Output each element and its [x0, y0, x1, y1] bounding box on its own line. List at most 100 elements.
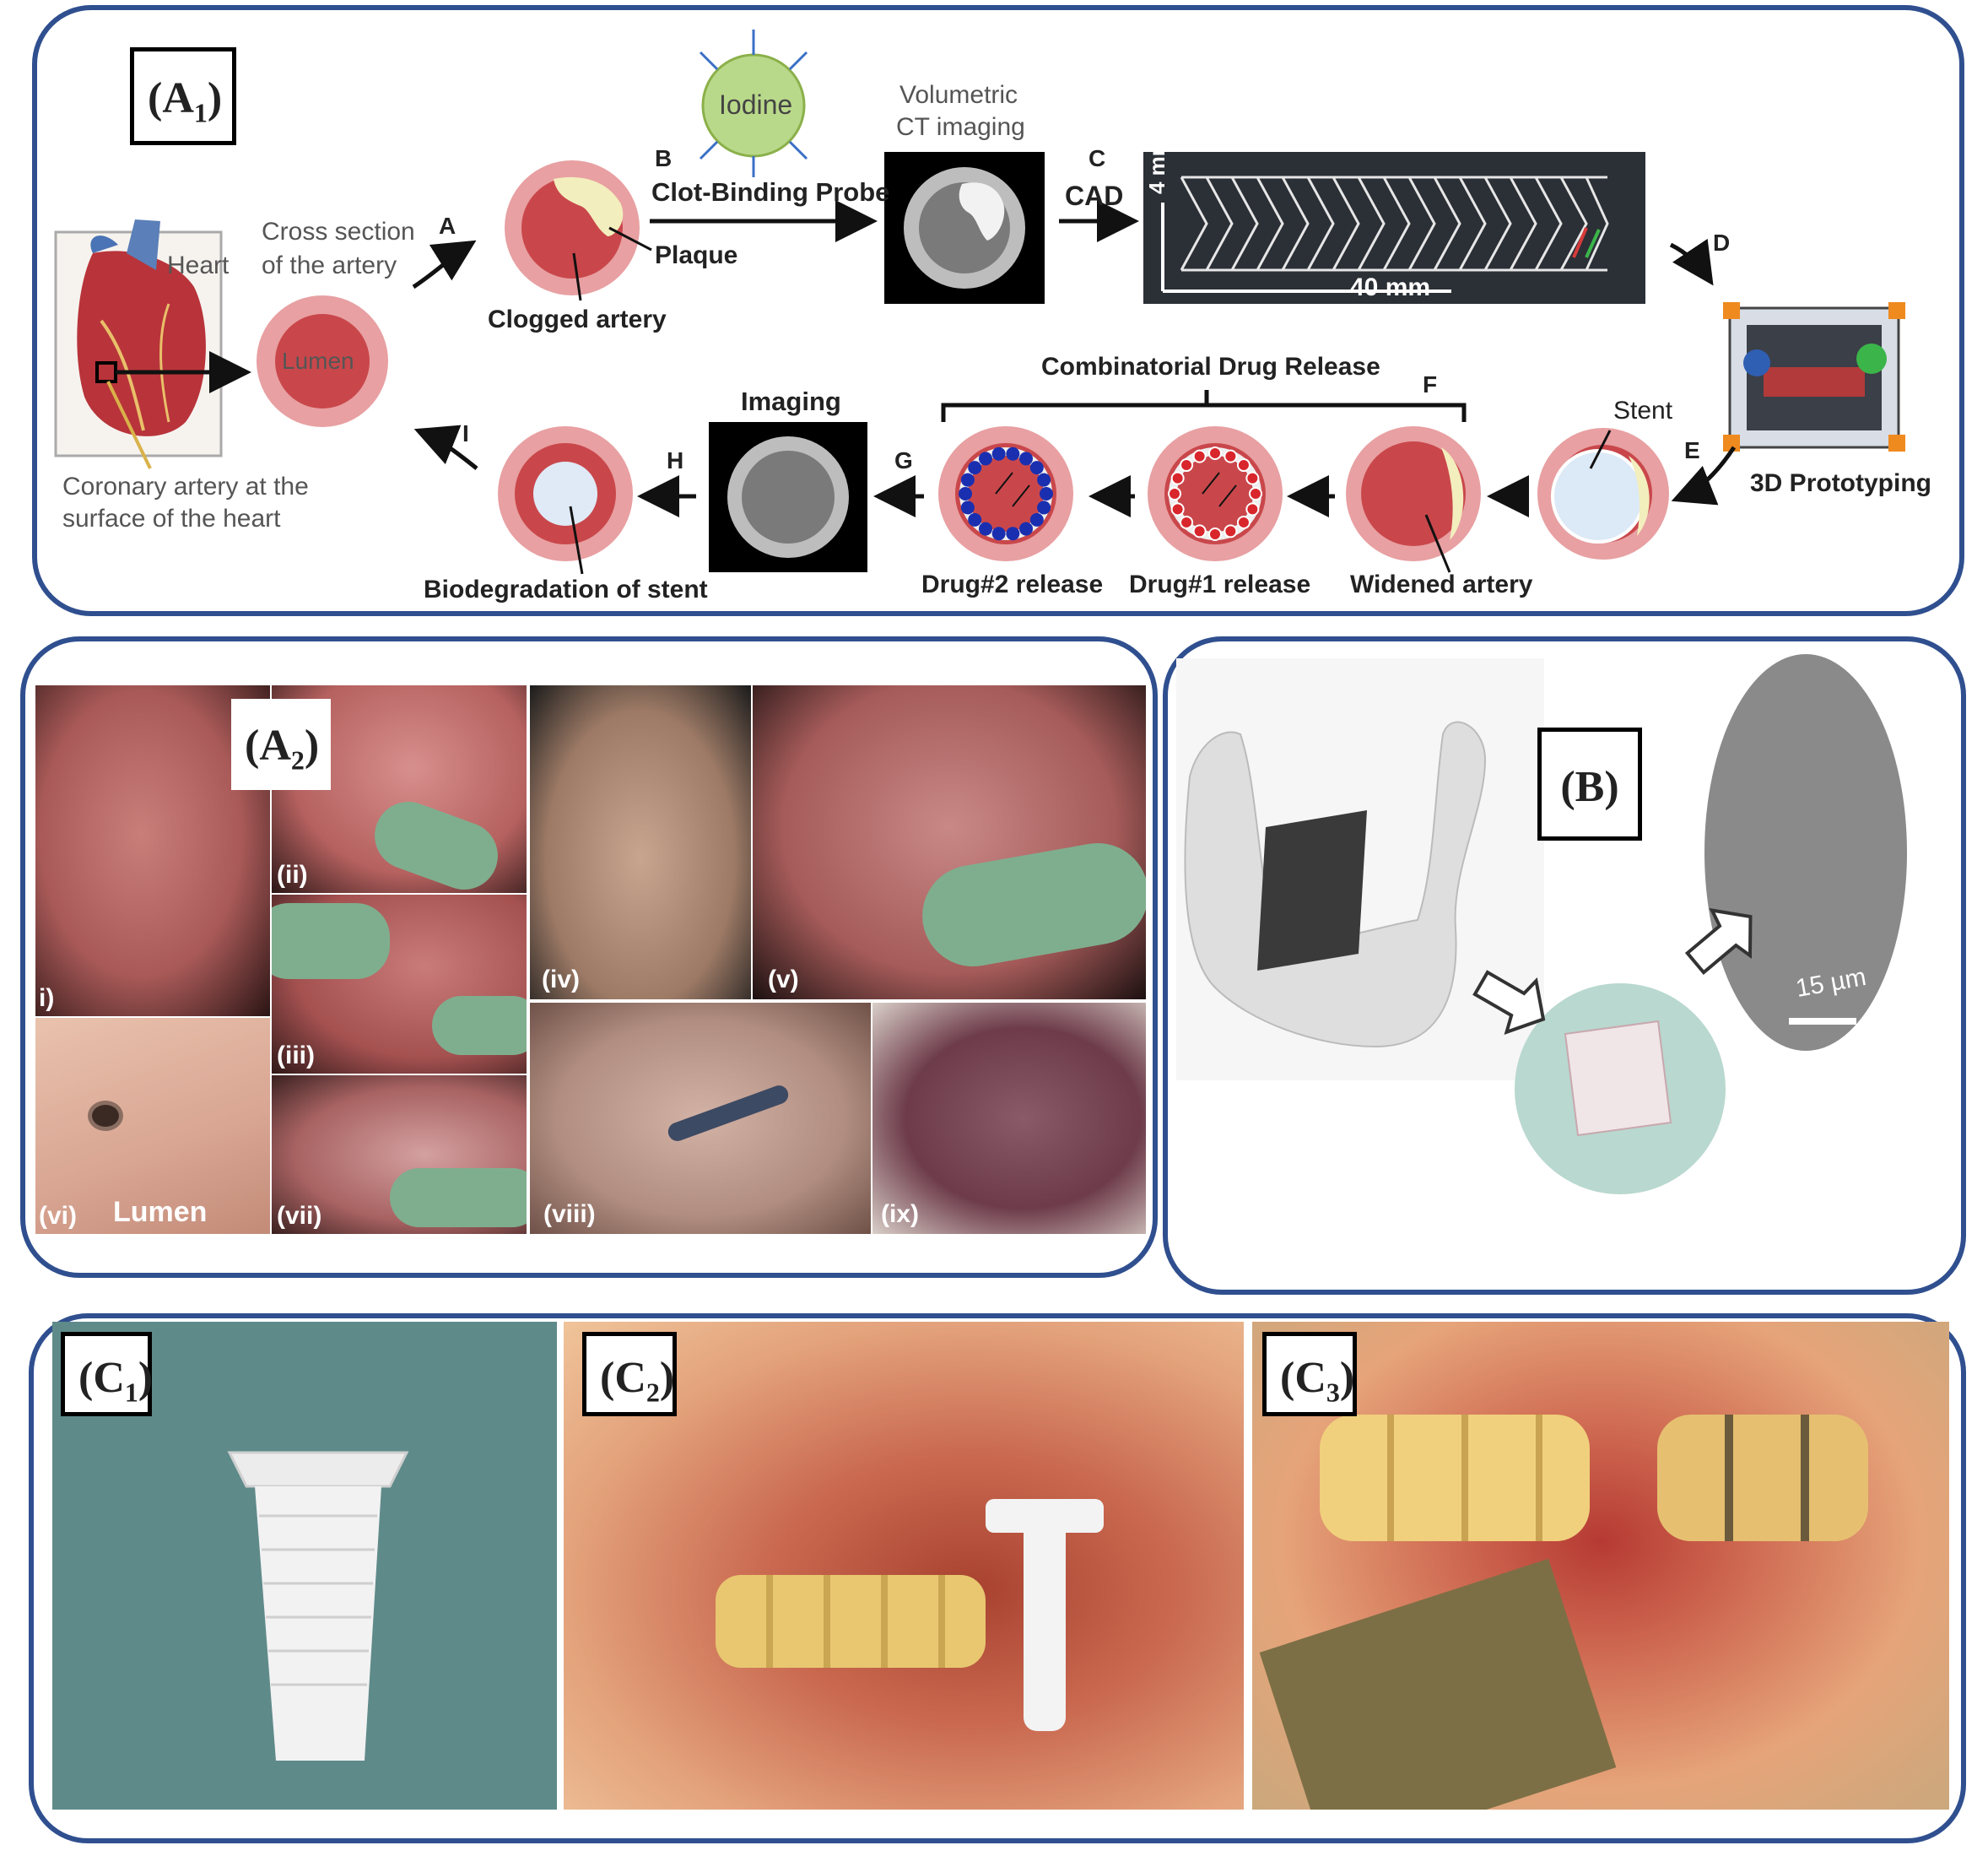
panel-c1-label: (C1) — [61, 1332, 153, 1416]
glove-shape — [914, 835, 1146, 975]
drug-particle — [991, 446, 1006, 461]
drug-particle — [1180, 515, 1194, 529]
imaging-ct-image — [709, 422, 867, 572]
coronary-label-2: surface of the heart — [62, 505, 281, 533]
panel-c3-label: (C3) — [1262, 1332, 1357, 1416]
implant-shape — [227, 1451, 409, 1761]
drug-particle — [1037, 501, 1051, 515]
proto-label: 3D Prototyping — [1750, 469, 1931, 497]
teeth-row — [716, 1575, 986, 1668]
widened-artery — [1346, 426, 1481, 573]
clot-probe-label: Clot-Binding Probe — [651, 177, 890, 207]
widened-label: Widened artery — [1350, 571, 1533, 598]
step-i: I — [462, 420, 469, 446]
step-d: D — [1713, 230, 1731, 256]
drug-particle — [991, 527, 1006, 541]
drug-particle — [1019, 522, 1033, 536]
ct-imaging-label: CT imaging — [896, 113, 1025, 141]
ct-image — [884, 152, 1045, 304]
step-c: C — [1089, 145, 1106, 171]
a2-photo-iii: (iii) — [272, 895, 527, 1074]
lumen-cross-section — [257, 295, 388, 427]
dim-4mm: 4 mm — [1144, 137, 1170, 194]
drug1-label: Drug#1 release — [1129, 571, 1311, 598]
drug-particle — [979, 522, 992, 536]
cross-section-label: Cross section — [262, 218, 415, 246]
biodegradation-artery — [498, 426, 633, 575]
drug-particle — [979, 452, 992, 466]
glove-shape — [390, 1168, 527, 1227]
glove-shape — [365, 792, 508, 893]
a2-photo-i: i) — [35, 685, 270, 1016]
drug-particle — [960, 501, 975, 515]
a2-photo-ix: (ix) — [872, 1003, 1146, 1234]
drug-particle — [968, 461, 982, 475]
of-artery-label: of the artery — [262, 252, 397, 279]
c2-photo — [564, 1322, 1244, 1810]
lumen-label: Lumen — [282, 348, 354, 374]
stent-label: Stent — [1613, 397, 1673, 425]
3d-printer-illustration — [1723, 302, 1905, 452]
drug-particle — [1029, 512, 1044, 527]
drug-particle — [1208, 528, 1222, 541]
biodeg-label: Biodegradation of stent — [424, 576, 708, 603]
volumetric-label: Volumetric — [899, 81, 1018, 109]
drug-particle — [1224, 449, 1238, 463]
panel-b-label: (B) — [1537, 728, 1642, 841]
drug-particle — [1180, 458, 1194, 473]
dim-40mm: 40 mm — [1350, 273, 1431, 301]
drug2-label: Drug#2 release — [921, 571, 1104, 598]
imaging-label: Imaging — [741, 387, 841, 416]
drug-particle — [1245, 502, 1260, 517]
drug-particle — [1249, 487, 1262, 501]
drug-particle — [1208, 446, 1222, 460]
a1-diagram — [54, 30, 1905, 575]
drug-particle — [968, 512, 982, 527]
plaque-label: Plaque — [655, 241, 738, 269]
heart-illustration — [54, 219, 223, 457]
implant-shape — [986, 1499, 1104, 1533]
iodine-probe — [699, 30, 808, 177]
drug-particle — [1170, 471, 1185, 485]
drug-particle — [1236, 458, 1251, 473]
drug-particle — [1192, 449, 1207, 463]
step-g: G — [894, 447, 913, 473]
panel-a2-label: (A2) — [231, 699, 331, 790]
step-a: A — [439, 213, 456, 239]
drug-particle — [960, 473, 975, 487]
drug-particle — [1192, 524, 1207, 538]
clogged-artery — [505, 160, 652, 301]
step-e: E — [1684, 437, 1700, 463]
a2-photo-viii: (viii) — [530, 1003, 871, 1234]
step-f: F — [1423, 371, 1438, 398]
panel-b-illustration — [1176, 654, 1907, 1194]
glove-shape — [272, 903, 390, 979]
drug1-artery — [1148, 426, 1283, 561]
drug-particle — [1006, 446, 1020, 461]
teeth-row — [1657, 1415, 1868, 1541]
drug-particle — [1037, 473, 1051, 487]
drug-particle — [1019, 452, 1033, 466]
stent-shape — [665, 1083, 791, 1144]
a2-photo-vi: (vi) Lumen — [35, 1018, 270, 1234]
drug-particle — [1006, 527, 1020, 541]
clogged-label: Clogged artery — [488, 306, 667, 333]
a2-photo-v: (v) — [753, 685, 1146, 999]
drug-particle — [1170, 502, 1185, 517]
panel-c2-label: (C2) — [582, 1332, 677, 1416]
iodine-label: Iodine — [719, 89, 793, 120]
coronary-label-1: Coronary artery at the — [62, 473, 309, 501]
drug2-artery — [938, 426, 1073, 561]
cad-stent-model — [1143, 152, 1645, 304]
a2-photo-iv: (iv) — [530, 685, 751, 999]
teeth-row — [1320, 1415, 1590, 1541]
drug-particle — [1168, 487, 1181, 501]
drug-particle — [1029, 461, 1044, 475]
drug-particle — [1245, 471, 1260, 485]
step-h: H — [667, 447, 684, 473]
heart-label: Heart — [167, 252, 230, 279]
c3-photo — [1252, 1322, 1949, 1810]
step-b: B — [655, 145, 673, 171]
a2-photo-vii: (vii) — [272, 1075, 527, 1234]
retractor-shape — [1259, 1558, 1617, 1810]
